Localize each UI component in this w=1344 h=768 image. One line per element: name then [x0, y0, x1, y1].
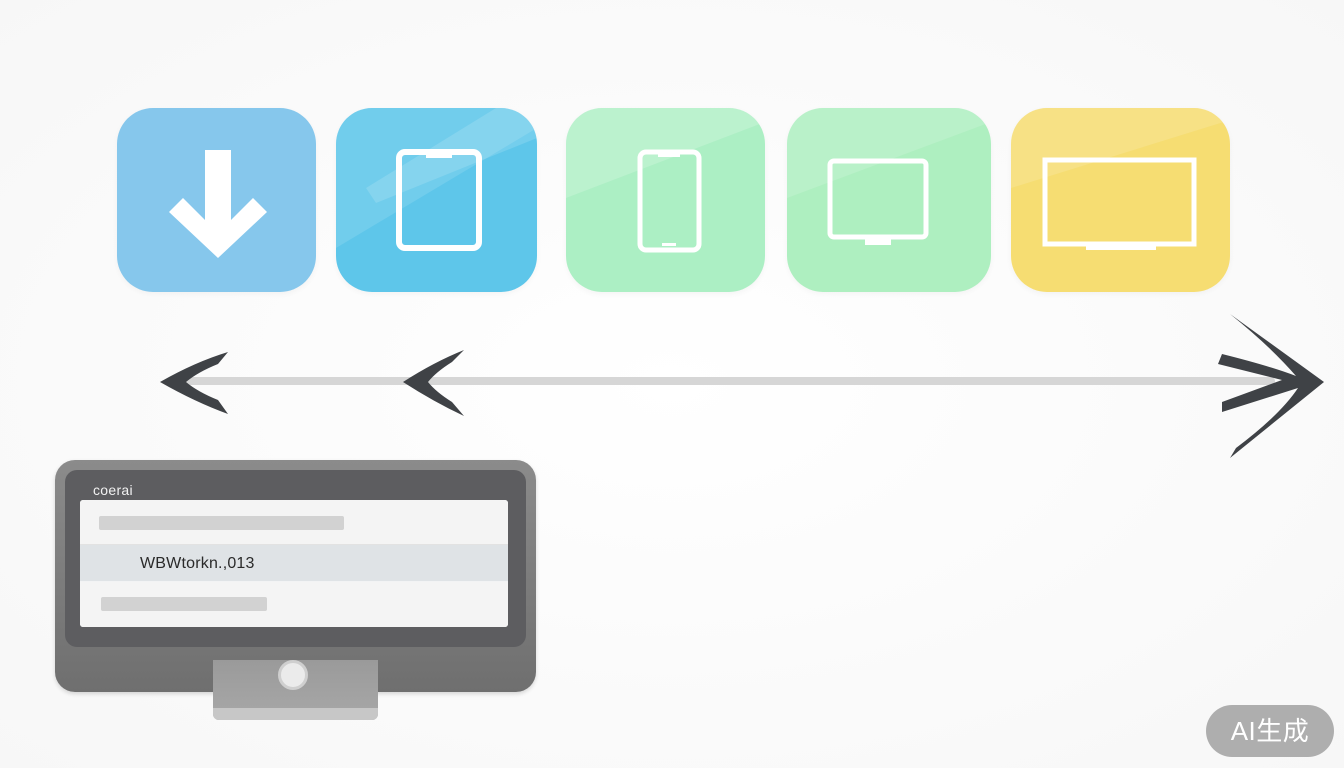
power-button-icon[interactable]	[278, 660, 308, 690]
laptop-stand	[865, 237, 891, 245]
list-item-label: WBWtorkn.,013	[140, 555, 255, 572]
laptop-icon	[787, 108, 991, 292]
phone-icon	[566, 108, 765, 292]
list-item[interactable]	[80, 582, 508, 627]
tile-shine	[336, 108, 537, 248]
download-tile[interactable]	[117, 108, 316, 292]
phone-frame	[637, 149, 702, 253]
left-chevron-icon[interactable]	[160, 352, 228, 414]
tablet-tile[interactable]	[336, 108, 537, 292]
phone-speaker	[658, 154, 680, 157]
tile-shine	[1011, 108, 1230, 188]
phone-tile[interactable]	[566, 108, 765, 292]
phone-home	[662, 243, 676, 246]
tablet-frame	[396, 149, 482, 251]
list-item-selected[interactable]: WBWtorkn.,013	[80, 545, 508, 581]
tile-background	[336, 108, 537, 292]
tv-icon	[1011, 108, 1230, 292]
laptop-tile[interactable]	[787, 108, 991, 292]
list-item[interactable]	[80, 500, 508, 545]
tablet-camera	[426, 155, 452, 158]
ai-generated-badge: AI生成	[1206, 705, 1334, 757]
left-chevron-icon-2[interactable]	[403, 350, 464, 416]
monitor-label: coerai	[93, 482, 133, 498]
monitor-stand-base	[213, 708, 378, 720]
down-arrow-shape	[169, 150, 267, 258]
monitor-screen: WBWtorkn.,013	[80, 500, 508, 627]
tv-stand	[1086, 244, 1156, 250]
download-arrow-icon	[117, 108, 316, 292]
right-arrow-icon[interactable]	[1218, 314, 1324, 458]
tile-background	[787, 108, 991, 292]
tablet-icon	[336, 108, 537, 292]
tile-shine	[787, 108, 991, 198]
tile-background	[566, 108, 765, 292]
placeholder-bar	[99, 516, 344, 530]
timeline	[160, 314, 1324, 458]
placeholder-bar	[101, 597, 267, 611]
desktop-monitor: coerai WBWtorkn.,013	[55, 460, 536, 692]
tv-tile[interactable]	[1011, 108, 1230, 292]
timeline-line	[180, 377, 1275, 385]
